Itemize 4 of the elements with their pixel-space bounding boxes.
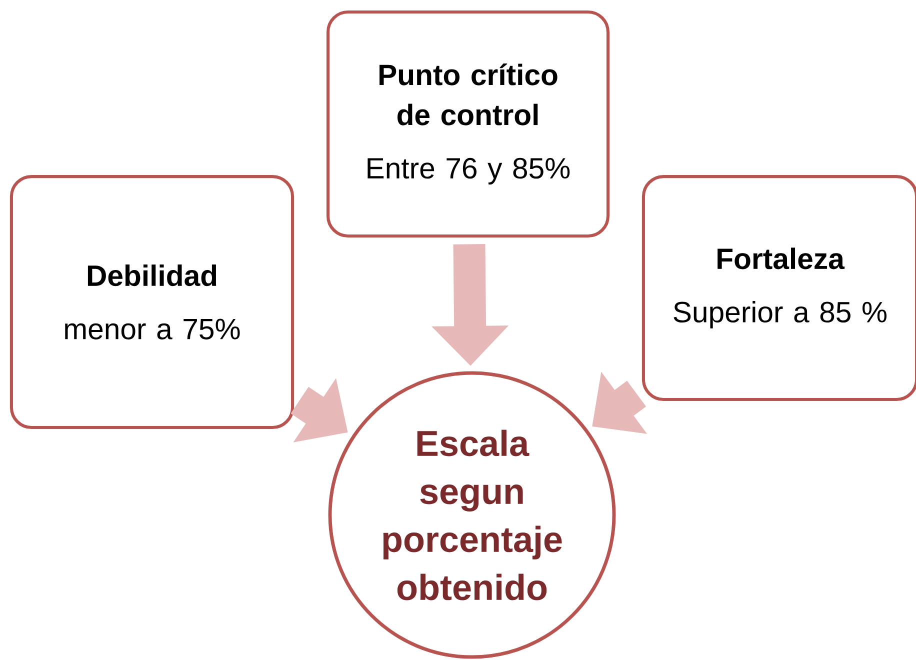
text-box: Debilidad menor a 75% (10, 175, 294, 429)
text-box: Fortaleza Superior a 85 % (642, 175, 916, 401)
text-box: Punto crítico de control Entre 76 y 85% (326, 10, 610, 238)
circle-node: Escala segun porcentaje obtenido (328, 371, 616, 659)
